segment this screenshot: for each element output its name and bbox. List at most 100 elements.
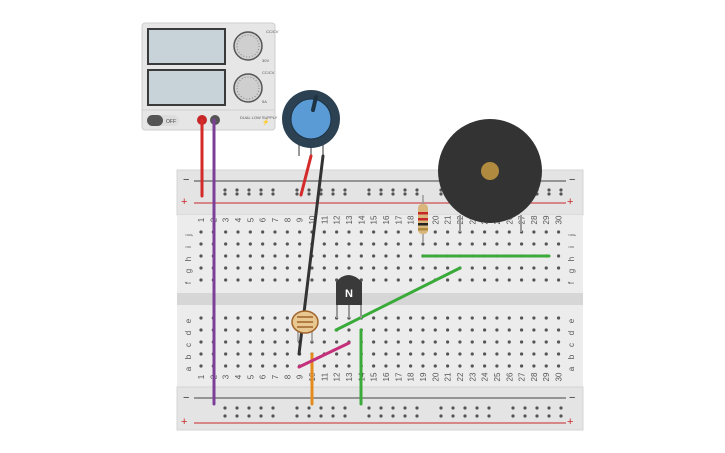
rail-hole[interactable] [223,406,227,410]
rail-hole[interactable] [235,188,239,192]
potentiometer-knob[interactable] [290,98,332,140]
terminal-hole[interactable] [421,316,425,320]
rail-hole[interactable] [403,414,407,418]
terminal-hole[interactable] [409,316,413,320]
terminal-hole[interactable] [372,278,376,282]
terminal-hole[interactable] [261,266,265,270]
terminal-hole[interactable] [532,316,536,320]
rail-hole[interactable] [415,192,419,196]
rail-hole[interactable] [271,188,275,192]
rail-hole[interactable] [223,414,227,418]
terminal-hole[interactable] [446,340,450,344]
terminal-hole[interactable] [285,340,289,344]
terminal-hole[interactable] [347,328,351,332]
rail-hole[interactable] [331,188,335,192]
rail-hole[interactable] [271,414,275,418]
terminal-hole[interactable] [556,242,561,246]
terminal-hole[interactable] [482,364,487,368]
terminal-hole[interactable] [470,278,474,282]
terminal-hole[interactable] [544,230,548,234]
terminal-hole[interactable] [261,364,265,368]
terminal-hole[interactable] [507,340,511,344]
terminal-hole[interactable] [347,364,351,368]
terminal-hole[interactable] [396,328,400,332]
terminal-hole[interactable] [556,230,561,234]
terminal-hole[interactable] [482,340,487,344]
rail-hole[interactable] [487,414,491,418]
terminal-hole[interactable] [248,328,252,332]
terminal-hole[interactable] [396,242,400,246]
rail-hole[interactable] [391,188,395,192]
terminal-hole[interactable] [261,242,265,246]
terminal-hole[interactable] [273,364,277,368]
rail-hole[interactable] [307,192,311,196]
terminal-hole[interactable] [396,352,400,356]
terminal-hole[interactable] [409,254,413,258]
terminal-hole[interactable] [285,254,289,258]
rail-hole[interactable] [307,414,311,418]
rail-hole[interactable] [559,192,563,196]
terminal-hole[interactable] [322,316,326,320]
terminal-hole[interactable] [519,328,524,332]
terminal-hole[interactable] [236,230,240,234]
terminal-hole[interactable] [273,242,277,246]
terminal-hole[interactable] [261,254,265,258]
rail-hole[interactable] [511,414,515,418]
rail-hole[interactable] [439,406,443,410]
terminal-hole[interactable] [495,340,499,344]
terminal-hole[interactable] [372,328,376,332]
rail-hole[interactable] [403,406,407,410]
terminal-hole[interactable] [335,352,339,356]
terminal-hole[interactable] [446,230,450,234]
npn-transistor[interactable]: N [336,275,362,318]
terminal-hole[interactable] [409,230,413,234]
terminal-hole[interactable] [495,316,499,320]
terminal-hole[interactable] [421,352,425,356]
terminal-hole[interactable] [236,328,240,332]
terminal-hole[interactable] [446,316,450,320]
terminal-hole[interactable] [396,278,400,282]
terminal-hole[interactable] [322,242,326,246]
terminal-hole[interactable] [409,340,413,344]
rail-hole[interactable] [379,414,383,418]
terminal-hole[interactable] [372,266,376,270]
terminal-hole[interactable] [347,352,351,356]
terminal-hole[interactable] [519,316,524,320]
terminal-hole[interactable] [285,230,289,234]
terminal-hole[interactable] [532,352,536,356]
terminal-hole[interactable] [470,230,474,234]
terminal-hole[interactable] [544,266,548,270]
terminal-hole[interactable] [396,316,400,320]
rail-hole[interactable] [367,192,371,196]
rail-hole[interactable] [367,406,371,410]
terminal-hole[interactable] [285,242,289,246]
terminal-hole[interactable] [322,340,326,344]
terminal-hole[interactable] [556,340,561,344]
terminal-hole[interactable] [261,352,265,356]
terminal-hole[interactable] [446,266,450,270]
terminal-hole[interactable] [359,266,363,270]
terminal-hole[interactable] [273,316,277,320]
buzzer[interactable] [438,119,542,232]
rail-hole[interactable] [379,406,383,410]
terminal-hole[interactable] [384,328,388,332]
rail-hole[interactable] [379,192,383,196]
rail-hole[interactable] [547,188,551,192]
terminal-hole[interactable] [248,278,252,282]
terminal-hole[interactable] [335,230,339,234]
pot-red-wire[interactable] [299,154,313,197]
terminal-hole[interactable] [248,316,252,320]
terminal-hole[interactable] [285,266,289,270]
terminal-hole[interactable] [199,352,203,356]
rail-hole[interactable] [259,414,263,418]
terminal-hole[interactable] [273,230,277,234]
terminal-hole[interactable] [384,254,388,258]
rail-hole[interactable] [451,406,455,410]
terminal-hole[interactable] [199,364,203,368]
rail-hole[interactable] [223,188,227,192]
terminal-hole[interactable] [433,266,437,270]
terminal-hole[interactable] [532,266,536,270]
rail-hole[interactable] [559,414,563,418]
terminal-hole[interactable] [248,340,252,344]
terminal-hole[interactable] [224,328,228,332]
